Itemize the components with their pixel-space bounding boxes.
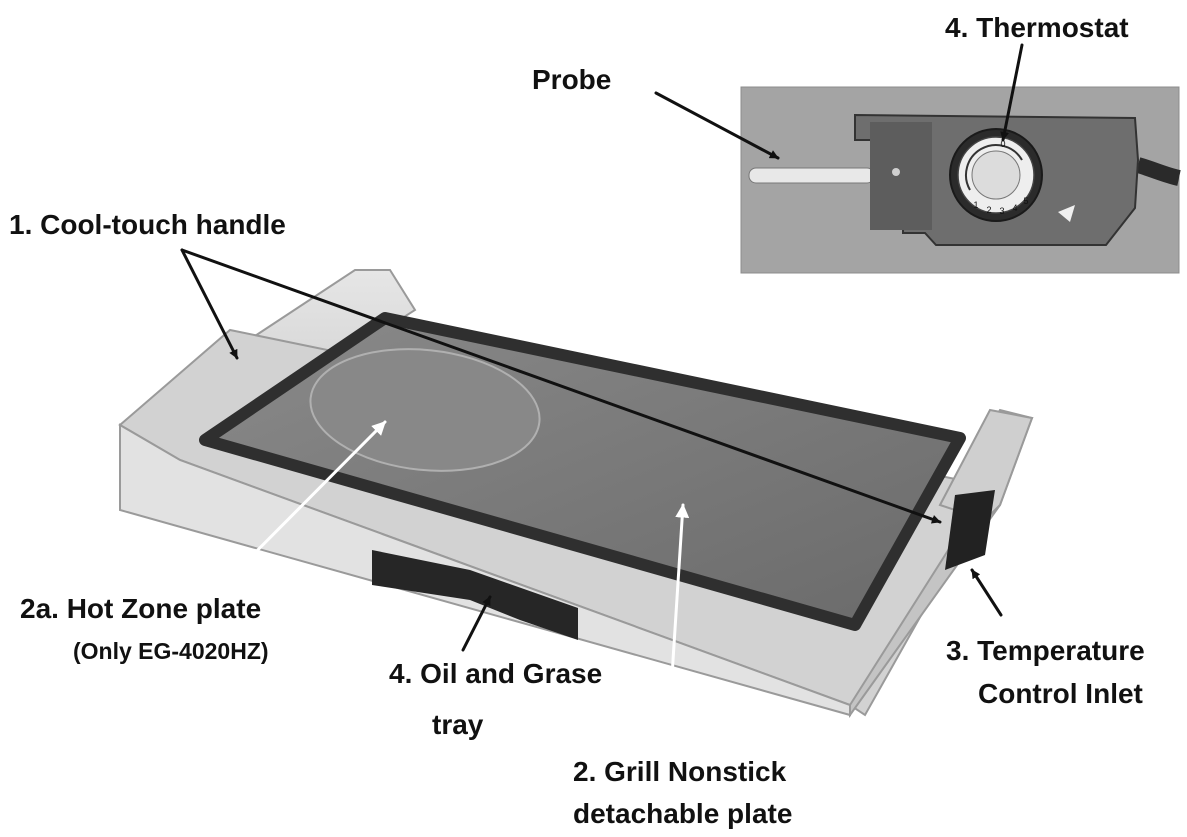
label-hot-zone: 2a. Hot Zone plate <box>20 593 262 624</box>
label-grill-plate: 2. Grill Nonstick <box>573 756 787 787</box>
dial-mark: 3 <box>999 206 1004 216</box>
label-grill-plate-2: detachable plate <box>573 798 793 829</box>
label-cool-touch-handle: 1. Cool-touch handle <box>9 209 286 240</box>
dial-mark: 0 <box>1000 139 1005 149</box>
dial-mark: 1 <box>973 200 978 210</box>
dial-marks: 0 1 2 3 4 5 <box>973 139 1028 216</box>
hot-zone-arrow <box>213 420 387 595</box>
dial-mark: 5 <box>1023 196 1028 206</box>
label-oil-tray-2: tray <box>432 709 484 740</box>
probe-arrow <box>654 91 780 160</box>
oil-tray <box>372 550 578 640</box>
label-oil-tray: 4. Oil and Grase <box>389 658 603 689</box>
label-temperature-inlet: 3. Temperature <box>946 635 1145 666</box>
handle-arrow-right <box>180 248 942 524</box>
label-hot-zone-note: (Only EG-4020HZ) <box>73 638 269 664</box>
temperature-inlet <box>945 490 995 570</box>
handle-arrow-left <box>180 248 239 360</box>
dial-mark: 2 <box>986 205 991 215</box>
probe-rod <box>748 167 875 184</box>
grill-plate-arrow <box>666 503 690 740</box>
dial-mark: 4 <box>1012 203 1017 213</box>
label-thermostat: 4. Thermostat <box>945 12 1129 43</box>
thermostat-arrow <box>1000 43 1024 142</box>
label-temperature-inlet-2: Control Inlet <box>978 678 1143 709</box>
thermostat-inset: 0 1 2 3 4 5 <box>740 86 1181 274</box>
thermostat-dial <box>949 128 1043 222</box>
label-probe: Probe <box>532 64 612 95</box>
oil-tray-arrow <box>461 595 492 652</box>
inlet-arrow <box>970 568 1003 617</box>
leader-lines <box>180 43 1024 740</box>
